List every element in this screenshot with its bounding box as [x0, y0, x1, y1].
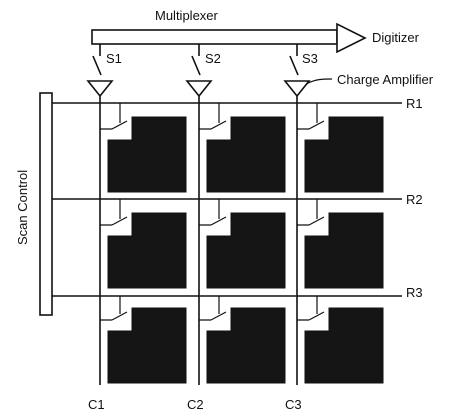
pixel-grid: [100, 103, 384, 384]
switch-s1: [92, 55, 102, 76]
row-label-r1: R1: [406, 96, 423, 111]
pixel-cell: [100, 199, 187, 289]
amplifier-c3: [283, 80, 311, 98]
pixel-photodiode: [107, 307, 187, 384]
pixel-photodiode: [304, 212, 384, 289]
scan-control-bar: [39, 92, 53, 316]
charge-amplifier-callout: Charge Amplifier: [305, 72, 434, 87]
column-3: S3 C3: [283, 44, 318, 412]
pixel-photodiode: [304, 307, 384, 384]
pixel-photodiode: [206, 307, 286, 384]
pixel-cell: [297, 296, 384, 384]
switch-label-s2: S2: [205, 51, 221, 66]
switch-s2: [191, 55, 201, 76]
multiplexer-block: Multiplexer Digitizer: [91, 8, 420, 54]
scan-control-block: Scan Control: [15, 92, 53, 316]
multiplexer-label: Multiplexer: [155, 8, 219, 23]
switch-label-s1: S1: [106, 51, 122, 66]
pixel-cell: [199, 199, 286, 289]
pixel-photodiode: [206, 116, 286, 193]
column-label-c3: C3: [285, 397, 302, 412]
amplifier-c1: [86, 80, 114, 98]
row-label-r2: R2: [406, 192, 423, 207]
digitizer-triangle: [336, 22, 367, 54]
switch-s3: [289, 55, 299, 76]
pixel-photodiode: [206, 212, 286, 289]
column-2: S2 C2: [185, 44, 221, 412]
multiplexer-bus: [91, 29, 338, 45]
row-label-r3: R3: [406, 285, 423, 300]
digitizer-label: Digitizer: [372, 30, 420, 45]
pixel-photodiode: [107, 212, 187, 289]
scan-control-label: Scan Control: [15, 170, 30, 245]
pixel-cell: [297, 103, 384, 193]
switch-label-s3: S3: [302, 51, 318, 66]
row-lines: R1 R2 R3: [52, 96, 423, 300]
amplifier-c2: [185, 80, 213, 98]
column-label-c1: C1: [88, 397, 105, 412]
column-label-c2: C2: [187, 397, 204, 412]
pixel-cell: [199, 296, 286, 384]
pixel-cell: [199, 103, 286, 193]
pixel-photodiode: [304, 116, 384, 193]
column-1: S1 C1: [86, 44, 122, 412]
pixel-cell: [100, 103, 187, 193]
charge-amplifier-label: Charge Amplifier: [337, 72, 434, 87]
pixel-cell: [100, 296, 187, 384]
pixel-cell: [297, 199, 384, 289]
charge-amplifier-leader: [305, 78, 333, 85]
pixel-photodiode: [107, 116, 187, 193]
